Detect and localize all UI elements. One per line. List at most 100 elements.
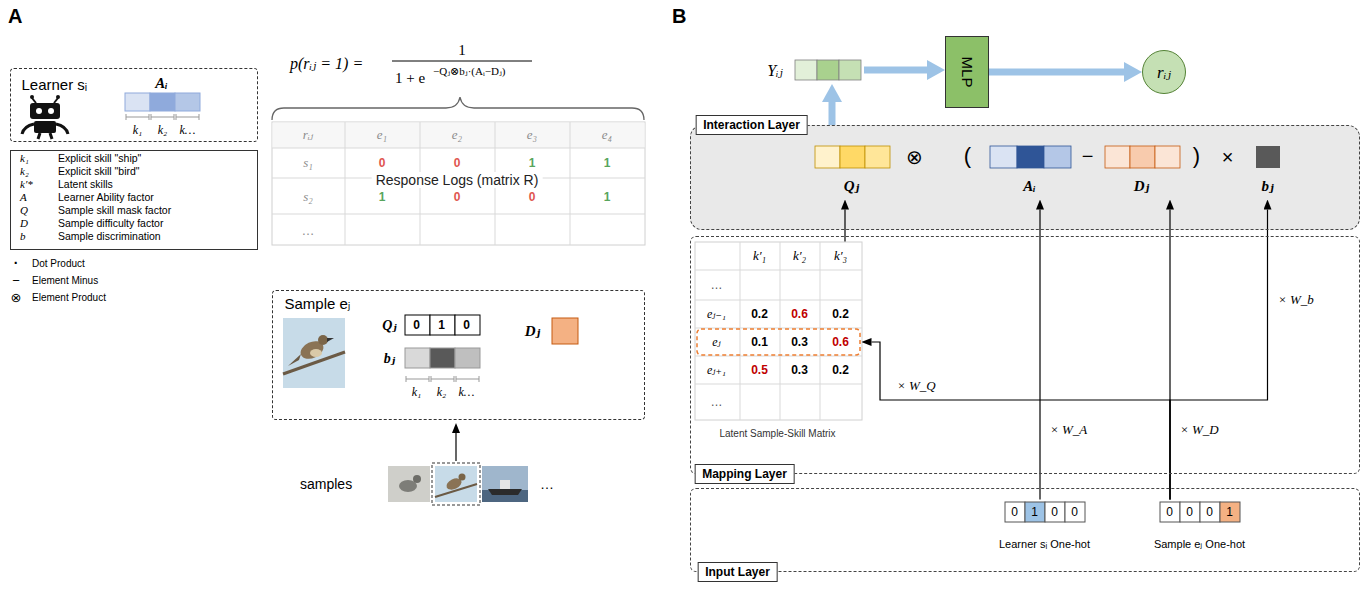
node-text: 1: [604, 190, 611, 204]
discrimination-vector: [455, 348, 480, 368]
flow-arrow: [989, 69, 1124, 76]
node-text: 1: [1226, 505, 1233, 519]
node-text: e₁: [377, 127, 387, 143]
ability-vector: [150, 93, 175, 111]
node-text: k₁: [20, 152, 29, 164]
interaction-layer: Interaction Layer⊗(−)×QⱼAᵢDⱼbⱼ: [690, 125, 1360, 230]
b-factor: bⱼ: [1254, 144, 1282, 200]
mlp-box: MLP: [945, 36, 989, 108]
node-text: k₂: [20, 165, 29, 177]
node-text: Input Layer: [697, 562, 778, 582]
node-text: Latent Sample-Skill Matrix: [719, 427, 835, 438]
one-hot-cells: [1180, 502, 1200, 522]
panel-letter: A: [8, 5, 22, 28]
node-text: ×: [1222, 145, 1234, 168]
skill-mask-vector: [405, 315, 480, 335]
node-text: s₂: [303, 189, 313, 205]
node-text: e₂: [452, 127, 462, 143]
robot-icon: [30, 103, 60, 119]
node-text: 0.3: [791, 335, 808, 349]
ability-vector: [125, 93, 150, 111]
operator-legend-text: Element Minus: [32, 275, 98, 286]
node-text: k₁: [133, 122, 143, 137]
node-text: Explicit skill "ship": [58, 152, 141, 164]
operator-legend-text: Element Product: [32, 292, 106, 303]
node-text: 0: [1051, 505, 1058, 519]
weight-arrow: [872, 342, 1171, 500]
discrimination-vector: [406, 376, 479, 382]
node-text: 0.6: [832, 335, 849, 349]
node-text: e₄: [602, 127, 612, 143]
node-text: 1: [604, 156, 611, 170]
skill-mask-vector: [430, 315, 455, 335]
node-text: 0: [529, 190, 536, 204]
node-text: 0.1: [751, 335, 768, 349]
bird-image: [327, 338, 334, 342]
node-text: Explicit skill "bird": [58, 165, 140, 177]
node-text: Interaction Layer: [695, 115, 808, 135]
ability-vector: [125, 93, 200, 120]
node-text: Learner Ability factor: [58, 191, 154, 203]
node-text: rᵢⱼ: [303, 127, 314, 143]
response-table-grid: [272, 122, 645, 245]
skill-mask-vector: [455, 315, 480, 335]
bird-image: [283, 318, 345, 388]
node-text: eⱼ₋₁: [707, 306, 726, 321]
sample-thumbnails: [459, 474, 466, 481]
node-text: Qⱼ: [844, 177, 860, 195]
matrix-grid: [695, 242, 862, 420]
response-table-grid: [272, 122, 645, 245]
node-text: ): [1193, 143, 1200, 169]
q-factor: Qⱼ: [812, 144, 894, 200]
difficulty-square: [552, 318, 578, 344]
node-text: 0.5: [751, 363, 768, 377]
bird-image: [318, 335, 328, 345]
operator-legend-text: −: [12, 273, 20, 288]
node-text: (: [964, 143, 971, 169]
b-square: [1256, 146, 1280, 168]
latent-matrix: k′₁k′₂k′₃…eⱼ₋₁0.20.60.2eⱼ0.10.30.6eⱼ₊₁0.…: [695, 242, 862, 442]
q-vector: [840, 146, 865, 168]
node-text: …: [302, 223, 315, 238]
robot-icon: [22, 95, 68, 139]
node-text: 0: [463, 318, 470, 332]
one-hot-cells: [1160, 502, 1180, 522]
one-hot-cells: [1200, 502, 1220, 522]
one-hot-cells: [1045, 502, 1065, 522]
response-table-grid: [272, 122, 645, 245]
edge-label: × W_Q: [895, 378, 938, 394]
q-vector: [815, 146, 840, 168]
sample-pick-arrow: [455, 433, 456, 461]
node-text: 0: [379, 156, 386, 170]
node-text: Yᵢⱼ: [767, 61, 783, 80]
node-text: k′₁: [753, 248, 766, 264]
matrix-grid: [695, 242, 862, 420]
robot-icon: [22, 124, 68, 134]
node-text: 1: [379, 190, 386, 204]
discrimination-vector: [405, 348, 430, 368]
node-text: bⱼ: [384, 349, 395, 366]
formula-brace: [272, 97, 644, 120]
node-text: Q: [20, 204, 28, 216]
discrimination-vector: [405, 348, 480, 382]
node-text: Aᵢ: [1023, 177, 1036, 194]
output-vector: [817, 60, 839, 80]
notation-table: k₁ Explicit skill "ship" k₂ Explicit skill …: [10, 150, 258, 250]
node-text: …: [711, 395, 723, 409]
sample-thumbnails: [435, 466, 477, 502]
sample-thumbnails: [432, 463, 480, 505]
node-text: 0: [413, 318, 420, 332]
b-square: [1256, 146, 1280, 168]
weight-arrow: [1039, 210, 1040, 500]
q-vector: [865, 146, 890, 168]
sample-one-hot: 0001Sample eⱼ One-hot: [1158, 500, 1242, 554]
edge-label: × W_D: [1178, 422, 1221, 438]
node-text: k…: [180, 122, 196, 137]
skill-mask-vector: [405, 315, 430, 335]
operator-legend-text: Dot Product: [32, 258, 85, 269]
robot-icon: [30, 95, 34, 99]
node-text: 0.3: [791, 363, 808, 377]
node-text: k′₂: [793, 248, 806, 264]
response-circle: rᵢⱼ: [1142, 50, 1186, 94]
